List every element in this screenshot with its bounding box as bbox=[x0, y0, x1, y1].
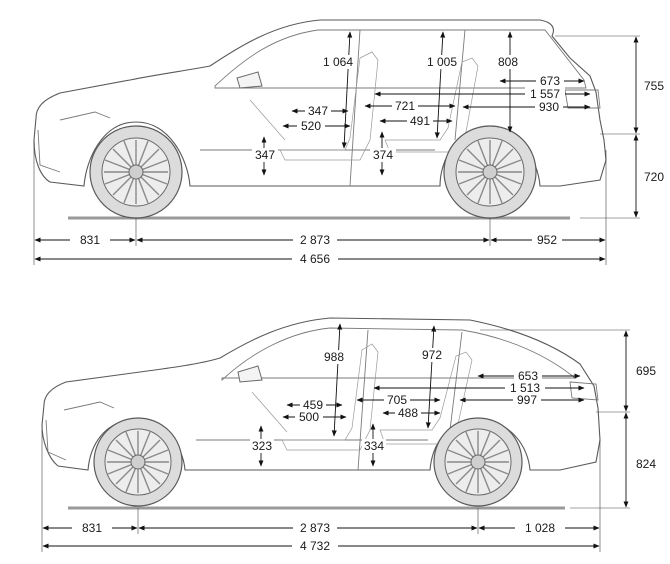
suv-steering-column bbox=[249, 99, 286, 141]
coupe-upper-height-label: 695 bbox=[636, 364, 656, 378]
suv-cargo-1557-label: 1 557 bbox=[530, 87, 560, 101]
coupe-mirror bbox=[237, 365, 263, 383]
suv-headlight bbox=[59, 111, 111, 121]
coupe-taillight bbox=[569, 381, 599, 401]
coupe-front-bumper bbox=[45, 419, 67, 461]
coupe-wheelbase-label: 2 873 bbox=[300, 521, 330, 535]
coupe-front-wheel bbox=[93, 417, 183, 507]
coupe-cargo-997-label: 997 bbox=[517, 393, 537, 407]
suv-mirror bbox=[236, 71, 263, 89]
suv-overall-length-label: 4 656 bbox=[300, 252, 330, 266]
coupe-rear-overhang-label: 1 028 bbox=[525, 521, 555, 535]
suv-taillight bbox=[564, 89, 601, 109]
suv-rear-wheel bbox=[443, 125, 537, 219]
suv-rear-headroom-label: 1 005 bbox=[427, 55, 457, 69]
suv-c-pillar bbox=[454, 29, 466, 141]
coupe-drawing: 831 2 873 1 028 4 732 695 824 988 972 45… bbox=[41, 317, 656, 553]
suv-rear-overhang-label: 952 bbox=[537, 233, 557, 247]
suv-front-seat-height-label: 347 bbox=[255, 148, 275, 162]
suv-front-bumper bbox=[37, 129, 61, 173]
suv-front-cushion-label: 520 bbox=[301, 119, 321, 133]
coupe-front-seat bbox=[281, 343, 379, 451]
coupe-cargo-1513-label: 1 513 bbox=[510, 381, 540, 395]
suv-front-headroom-line bbox=[341, 31, 353, 149]
suv-rear-seat-height-label: 374 bbox=[373, 148, 393, 162]
coupe-steering-column bbox=[251, 391, 288, 433]
coupe-c-pillar bbox=[449, 331, 463, 431]
coupe-rear-legroom-label: 705 bbox=[387, 393, 407, 407]
coupe-headlight bbox=[63, 401, 115, 411]
coupe-rear-wheel bbox=[433, 417, 523, 507]
suv-axle-height-label: 720 bbox=[644, 170, 664, 184]
suv-cargo-673-label: 673 bbox=[540, 74, 560, 88]
coupe-front-overhang-label: 831 bbox=[82, 521, 102, 535]
suv-front-wheel bbox=[89, 125, 183, 219]
suv-upper-height-label: 755 bbox=[644, 79, 664, 93]
coupe-rear-cushion-label: 488 bbox=[398, 406, 418, 420]
coupe-front-headroom-label: 988 bbox=[324, 350, 344, 364]
coupe-front-seat-label: 459 bbox=[303, 398, 323, 412]
coupe-rear-seat-height-label: 334 bbox=[364, 439, 384, 453]
suv-front-headroom-label: 1 064 bbox=[323, 55, 353, 69]
suv-cargo-height-label: 808 bbox=[498, 55, 518, 69]
suv-rear-legroom-label: 721 bbox=[395, 99, 415, 113]
coupe-rear-headroom-label: 972 bbox=[422, 348, 442, 362]
coupe-front-seat-height-label: 323 bbox=[252, 439, 272, 453]
suv-cargo-930-label: 930 bbox=[539, 100, 559, 114]
coupe-window-line bbox=[221, 327, 577, 382]
suv-front-overhang-label: 831 bbox=[80, 233, 100, 247]
suv-front-seat-label: 347 bbox=[308, 104, 328, 118]
suv-wheelbase-label: 2 873 bbox=[300, 233, 330, 247]
suv-window-line bbox=[214, 29, 587, 89]
coupe-front-cushion-label: 500 bbox=[299, 410, 319, 424]
coupe-overall-length-label: 4 732 bbox=[300, 539, 330, 553]
coupe-axle-height-label: 824 bbox=[636, 457, 656, 471]
coupe-cargo-653-label: 653 bbox=[518, 369, 538, 383]
suv-rear-cushion-label: 491 bbox=[410, 114, 430, 128]
suv-drawing: 831 2 873 952 4 656 755 720 1 064 1 005 … bbox=[33, 19, 664, 266]
